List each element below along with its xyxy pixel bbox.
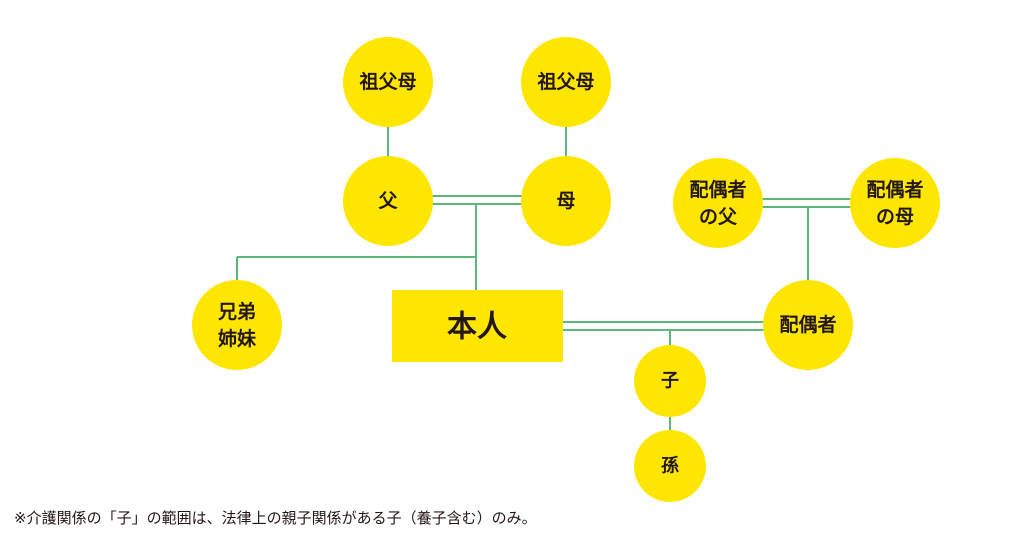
node-label-line2: の母 [876,206,914,228]
node-grandparents-maternal: 祖父母 [521,37,611,127]
node-label-line2: の父 [699,206,738,228]
node-label: 母 [556,190,575,212]
node-label: 本人 [447,310,507,345]
node-label-line2: 姉妹 [218,327,257,350]
node-spouse-mother: 配偶者 の母 [850,158,940,248]
node-label: 父 [377,190,398,212]
node-child: 子 [634,345,706,417]
node-label-line1: 配偶者 [689,178,746,201]
node-grandparents-paternal: 祖父母 [343,37,433,127]
node-mother: 母 [521,156,611,246]
footnote: ※介護関係の「子」の範囲は、法律上の親子関係がある子（養子含む）のみ。 [14,509,537,527]
node-label: 子 [661,371,679,392]
node-spouse-father: 配偶者 の父 [673,158,763,248]
node-label-line1: 兄弟 [217,300,256,323]
node-label: 孫 [661,455,679,477]
node-label: 祖父母 [358,70,416,93]
node-siblings: 兄弟 姉妹 [192,280,282,370]
node-label-line1: 配偶者 [866,178,923,201]
node-label: 配偶者 [779,313,836,336]
node-grandchild: 孫 [634,430,706,502]
node-spouse: 配偶者 [763,280,853,370]
node-self: 本人 [392,290,563,362]
node-father: 父 [343,156,433,246]
node-label: 祖父母 [536,70,594,93]
connector-lines [236,124,855,432]
